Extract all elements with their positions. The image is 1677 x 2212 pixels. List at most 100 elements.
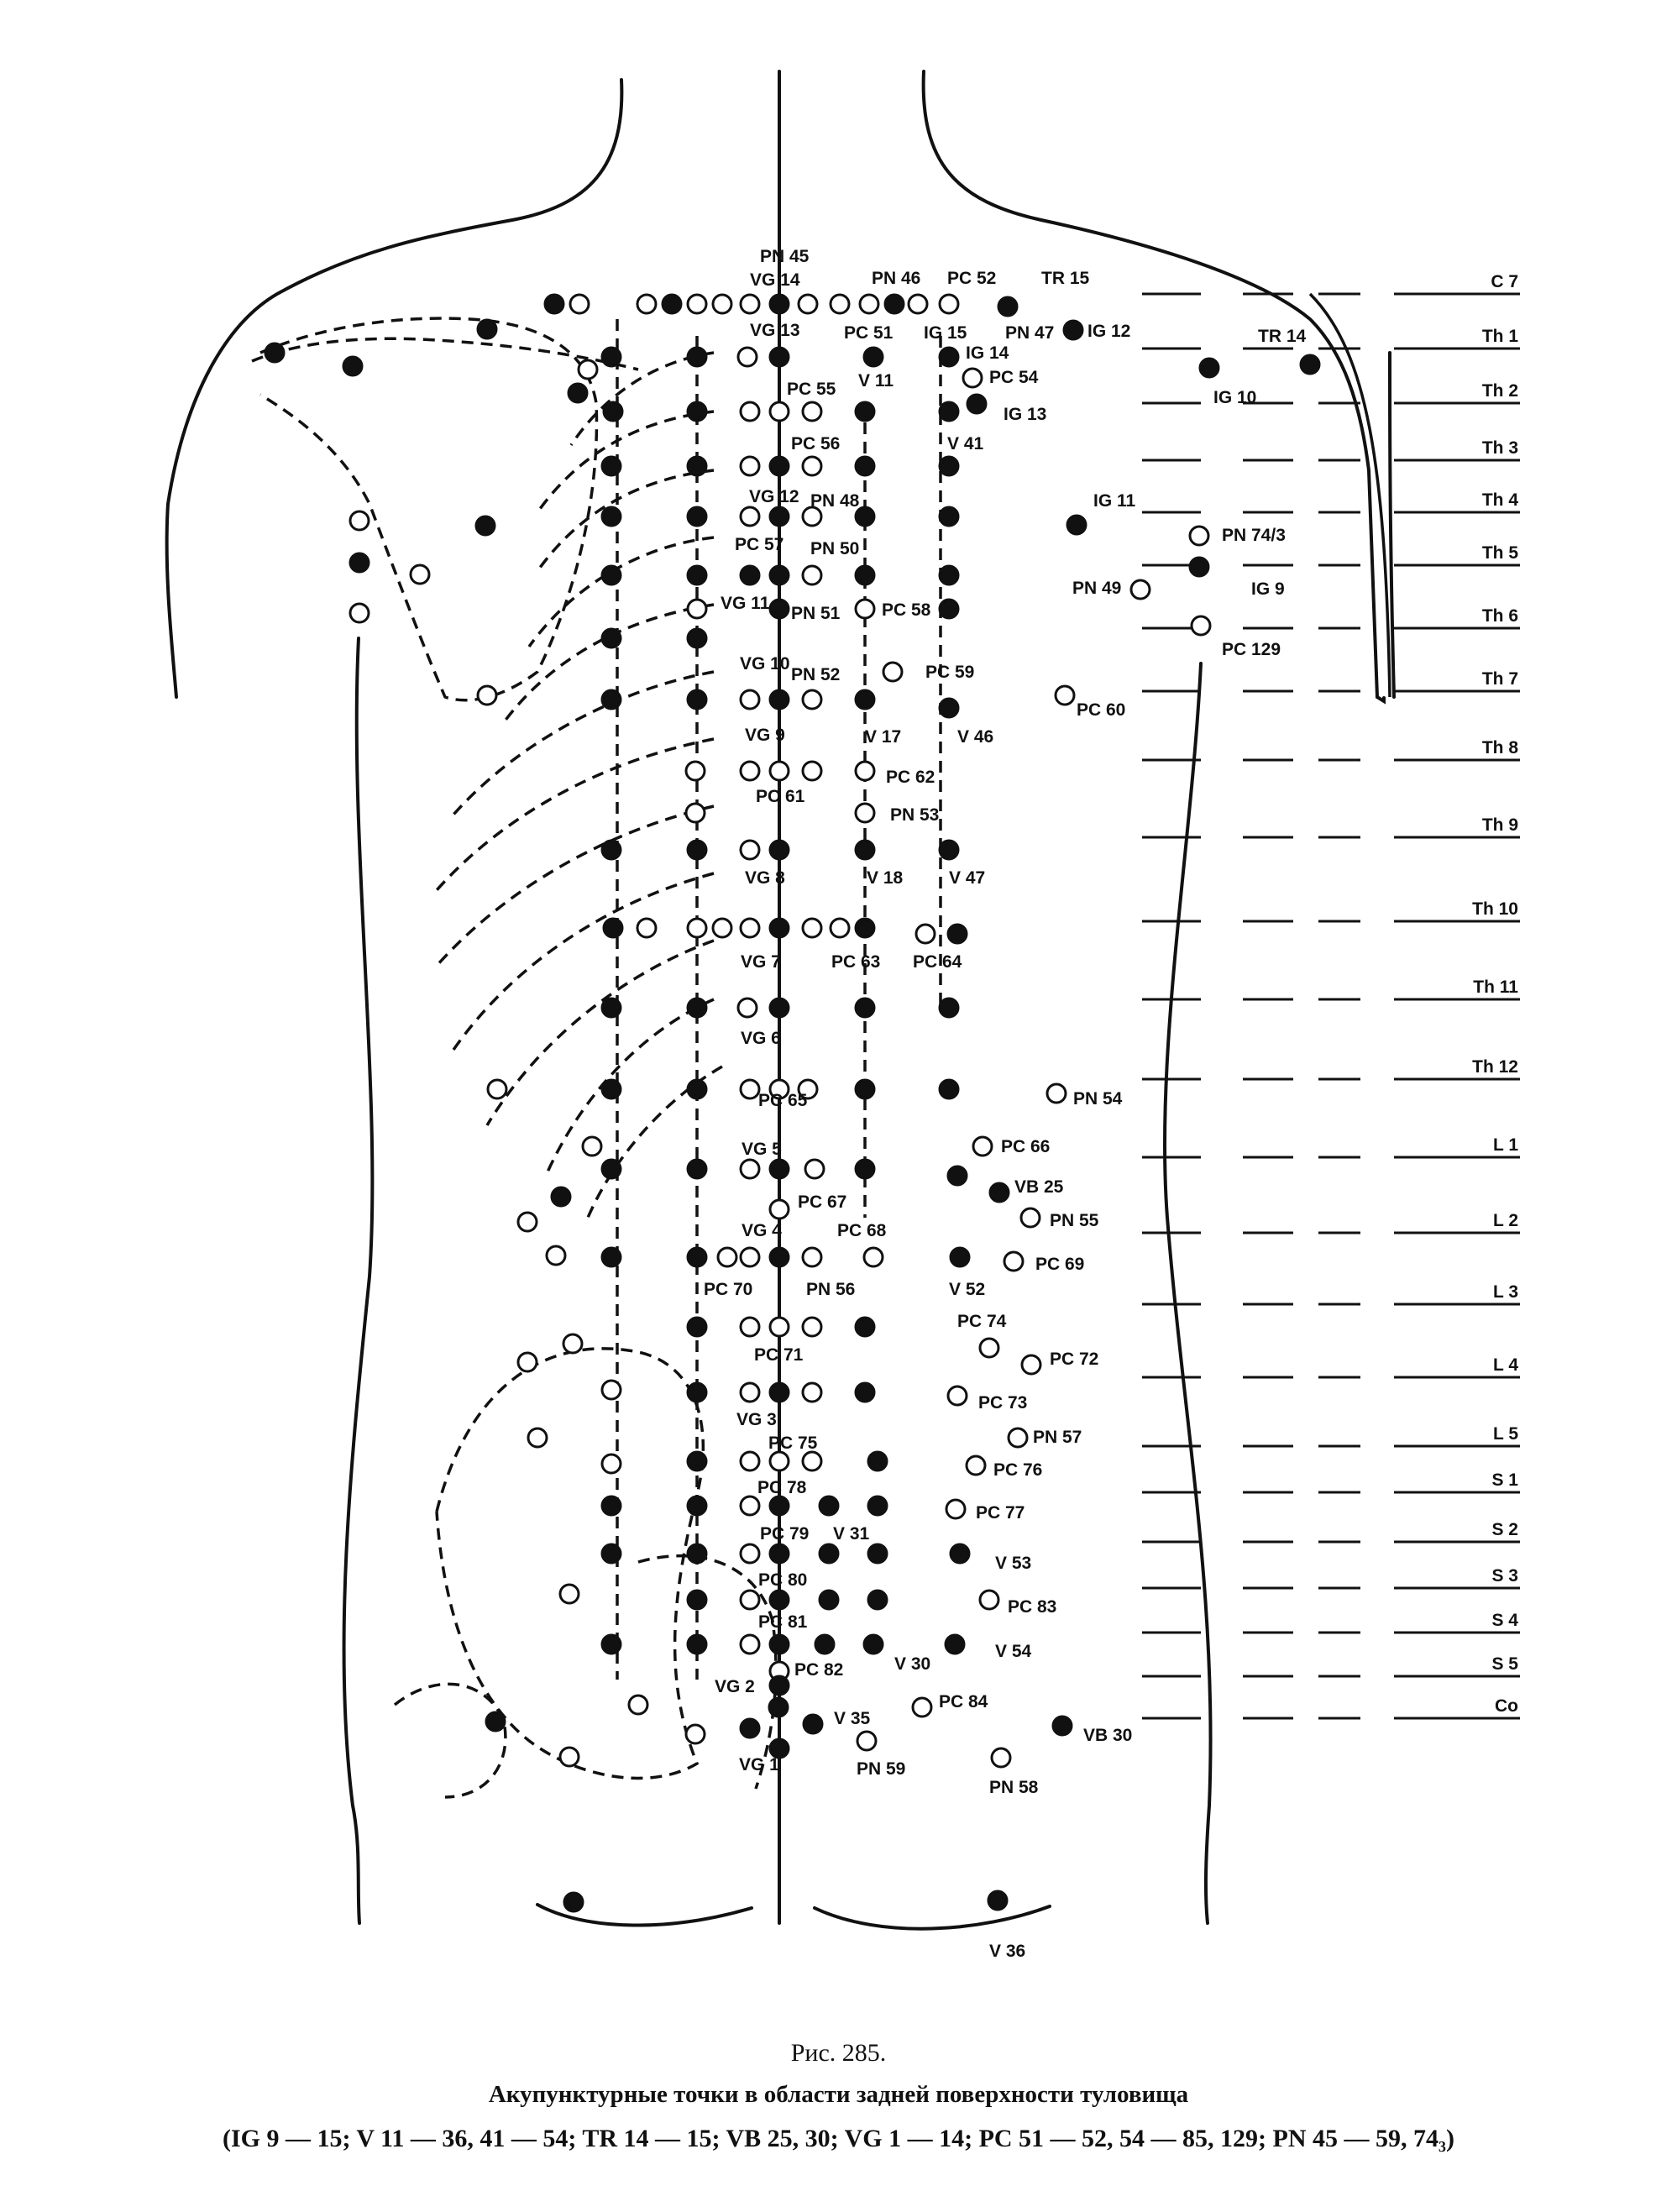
acupoint-filled bbox=[688, 1591, 706, 1609]
acupoint-filled bbox=[770, 841, 789, 859]
point-label-vb-25: VB 25 bbox=[1014, 1177, 1064, 1197]
acupoint-filled bbox=[864, 348, 883, 366]
acupoint-filled bbox=[770, 1160, 789, 1178]
acupoint-filled bbox=[688, 690, 706, 709]
acupoint-open bbox=[478, 686, 496, 705]
acupoint-open bbox=[770, 1200, 789, 1219]
acupoint-filled bbox=[820, 1544, 838, 1563]
point-label-v-52: V 52 bbox=[949, 1280, 985, 1299]
acupoint-open bbox=[560, 1748, 579, 1766]
point-label-pc-80: PC 80 bbox=[758, 1570, 807, 1590]
acupoint-filled bbox=[940, 999, 958, 1017]
acupoint-open bbox=[637, 919, 656, 937]
acupoint-open bbox=[948, 1386, 967, 1405]
point-label-pn-52: PN 52 bbox=[791, 665, 840, 684]
point-label-pn-49: PN 49 bbox=[1072, 579, 1121, 598]
acupoint-open bbox=[831, 919, 849, 937]
acupoint-filled bbox=[1053, 1717, 1072, 1735]
gluteal-fold-right bbox=[815, 1906, 1050, 1929]
acupoint-open bbox=[741, 1080, 759, 1098]
acupoint-open bbox=[803, 690, 821, 709]
acupoint-open bbox=[583, 1137, 601, 1156]
point-label-ig-13: IG 13 bbox=[1004, 405, 1046, 424]
rib-10 bbox=[487, 941, 714, 1125]
acupoint-filled bbox=[868, 1591, 887, 1609]
point-label-tr-15: TR 15 bbox=[1041, 269, 1090, 288]
point-label-v-31: V 31 bbox=[833, 1524, 870, 1544]
acupoint-open bbox=[718, 1248, 736, 1266]
acupoint-filled bbox=[770, 457, 789, 475]
acupoint-open bbox=[686, 1725, 705, 1743]
acupoint-filled bbox=[476, 516, 495, 535]
acupoint-filled bbox=[602, 1160, 621, 1178]
point-label-v-35: V 35 bbox=[834, 1709, 871, 1728]
acupoint-filled bbox=[820, 1591, 838, 1609]
acupoint-filled bbox=[688, 1080, 706, 1098]
acupoint-filled bbox=[856, 402, 874, 421]
point-label-pn-56: PN 56 bbox=[806, 1280, 855, 1299]
point-label-pn-50: PN 50 bbox=[810, 539, 859, 558]
acupoint-filled bbox=[688, 1635, 706, 1654]
point-label-pc-63: PC 63 bbox=[831, 952, 880, 972]
figure-legend: (IG 9 — 15; V 11 — 36, 41 — 54; TR 14 — … bbox=[0, 2125, 1677, 2153]
acupoint-open bbox=[741, 1318, 759, 1336]
acupoint-open bbox=[686, 804, 705, 822]
acupoint-filled bbox=[602, 1544, 621, 1563]
acupoint-filled bbox=[940, 1080, 958, 1098]
acupoint-open bbox=[350, 511, 369, 530]
acupoint-open bbox=[909, 295, 927, 313]
acupoint-open bbox=[1190, 527, 1208, 545]
point-label-vg-12: VG 12 bbox=[749, 487, 799, 506]
acupoint-open bbox=[602, 1381, 621, 1399]
acupoint-filled bbox=[856, 841, 874, 859]
acupoint-filled bbox=[602, 690, 621, 709]
acupoint-open bbox=[803, 457, 821, 475]
acupoint-open bbox=[528, 1428, 547, 1447]
point-label-vg-3: VG 3 bbox=[736, 1410, 777, 1429]
point-label-pc-78: PC 78 bbox=[757, 1478, 807, 1497]
acupoint-filled bbox=[602, 507, 621, 526]
level-label-c7: C 7 bbox=[1491, 272, 1518, 291]
acupoint-filled bbox=[885, 295, 904, 313]
point-label-vb-30: VB 30 bbox=[1083, 1726, 1132, 1745]
acupoint-open bbox=[741, 1160, 759, 1178]
point-label-v-47: V 47 bbox=[949, 868, 985, 888]
acupoint-open bbox=[686, 762, 705, 780]
point-label-pc-66: PC 66 bbox=[1001, 1137, 1050, 1156]
acupoint-filled bbox=[602, 1248, 621, 1266]
level-label-th3: Th 3 bbox=[1482, 438, 1518, 458]
level-label-th6: Th 6 bbox=[1482, 606, 1518, 626]
acupoint-filled bbox=[564, 1893, 583, 1911]
point-label-pc-67: PC 67 bbox=[798, 1192, 846, 1212]
level-label-l2: L 2 bbox=[1493, 1211, 1518, 1230]
point-label-pn-55: PN 55 bbox=[1050, 1211, 1099, 1230]
right-flank bbox=[1165, 663, 1211, 1923]
scapula-outline bbox=[260, 318, 596, 700]
acupoint-open bbox=[738, 348, 757, 366]
point-label-vg-8: VG 8 bbox=[745, 868, 785, 888]
rib-7 bbox=[437, 739, 714, 890]
acupoint-filled bbox=[940, 457, 958, 475]
level-label-th5: Th 5 bbox=[1482, 543, 1518, 563]
level-label-l4: L 4 bbox=[1493, 1355, 1518, 1375]
acupoint-filled bbox=[815, 1635, 834, 1654]
acupoint-filled bbox=[602, 348, 621, 366]
acupoint-open bbox=[1047, 1084, 1066, 1103]
acupoint-filled bbox=[486, 1712, 505, 1731]
acupoint-filled bbox=[770, 1248, 789, 1266]
acupoint-open bbox=[940, 295, 958, 313]
acupoint-open bbox=[688, 919, 706, 937]
acupoint-open bbox=[856, 600, 874, 618]
acupoint-open bbox=[860, 295, 878, 313]
level-label-th9: Th 9 bbox=[1482, 815, 1518, 835]
acupoint-filled bbox=[940, 600, 958, 618]
acupoint-open bbox=[688, 600, 706, 618]
level-label-th8: Th 8 bbox=[1482, 738, 1518, 757]
acupoint-open bbox=[770, 1318, 789, 1336]
point-label-pn-46: PN 46 bbox=[872, 269, 920, 288]
point-label-v-18: V 18 bbox=[867, 868, 904, 888]
acupoint-filled bbox=[602, 629, 621, 647]
acupoint-open bbox=[741, 1383, 759, 1402]
acupoint-filled bbox=[545, 295, 563, 313]
acupoint-filled bbox=[1200, 359, 1218, 377]
